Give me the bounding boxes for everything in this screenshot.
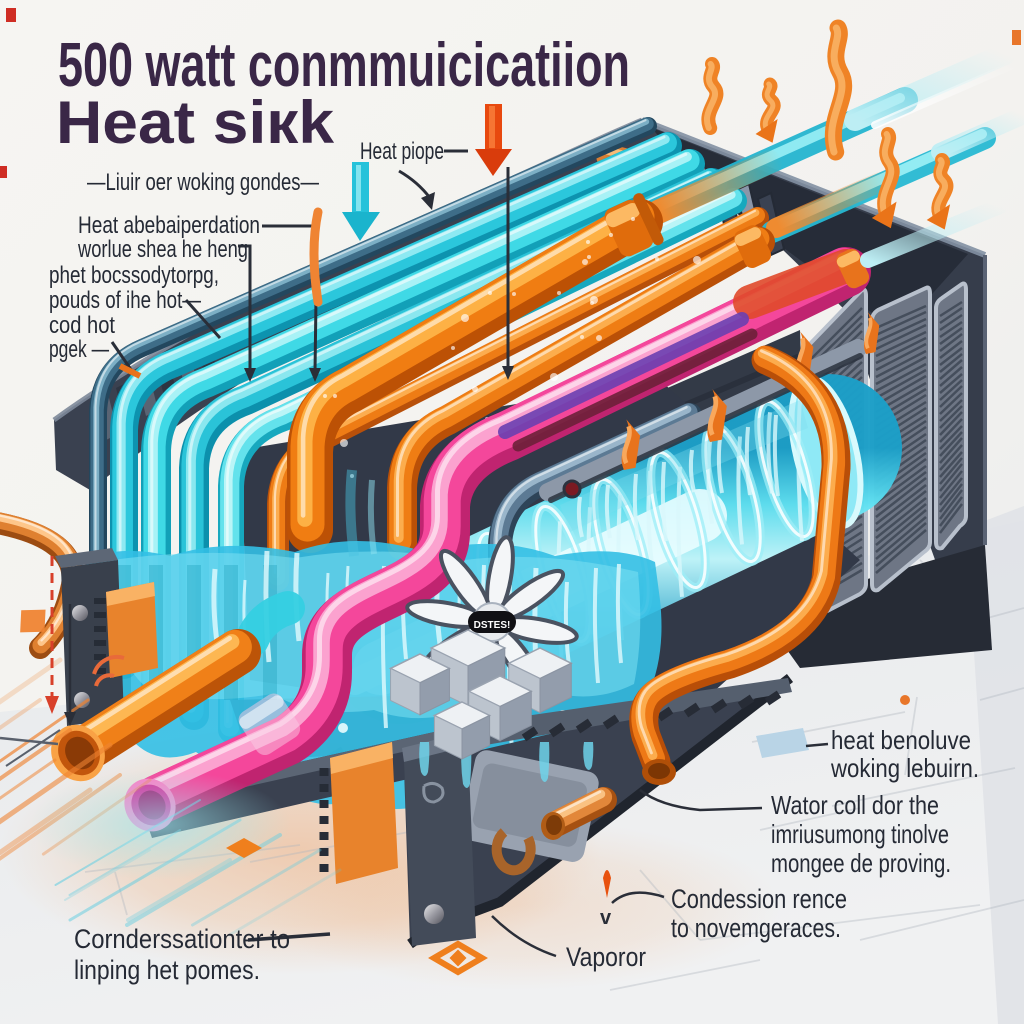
svg-text:Wator coll dor the: Wator coll dor the xyxy=(771,790,939,820)
svg-text:—Liuir oer woking gondes—: —Liuir oer woking gondes— xyxy=(87,169,319,196)
svg-text:imriusumong tinolve: imriusumong tinolve xyxy=(771,819,949,849)
svg-text:phet bocssodytorpg,: phet bocssodytorpg, xyxy=(49,262,219,289)
svg-text:to novemgeraces.: to novemgeraces. xyxy=(671,913,841,943)
svg-text:linping het pomes.: linping het pomes. xyxy=(74,955,260,985)
svg-text:Heat piope: Heat piope xyxy=(360,138,444,165)
svg-text:Heat abebaiperdation: Heat abebaiperdation xyxy=(78,212,260,239)
svg-text:Cornderssationter to: Cornderssationter to xyxy=(74,924,290,954)
svg-text:DSTES!: DSTES! xyxy=(474,620,511,631)
svg-text:500 watt conmmuicicatiion: 500 watt conmmuicicatiion xyxy=(58,31,630,100)
svg-text:v: v xyxy=(600,907,612,929)
svg-text:Vaporor: Vaporor xyxy=(566,942,646,972)
svg-text:worlue shea he heng: worlue shea he heng xyxy=(77,236,248,263)
svg-text:Heat siкk: Heat siкk xyxy=(56,89,335,156)
svg-text:heat benoluve: heat benoluve xyxy=(831,725,971,755)
svg-text:cod hot: cod hot xyxy=(49,312,115,339)
svg-text:mongee de proving.: mongee de proving. xyxy=(771,848,951,878)
svg-text:woking lebuirn.: woking lebuirn. xyxy=(830,753,979,783)
svg-text:pgek —: pgek — xyxy=(49,336,109,363)
svg-text:Condession rence: Condession rence xyxy=(671,884,847,914)
svg-text:pouds of ihe hot—: pouds of ihe hot— xyxy=(49,287,201,314)
